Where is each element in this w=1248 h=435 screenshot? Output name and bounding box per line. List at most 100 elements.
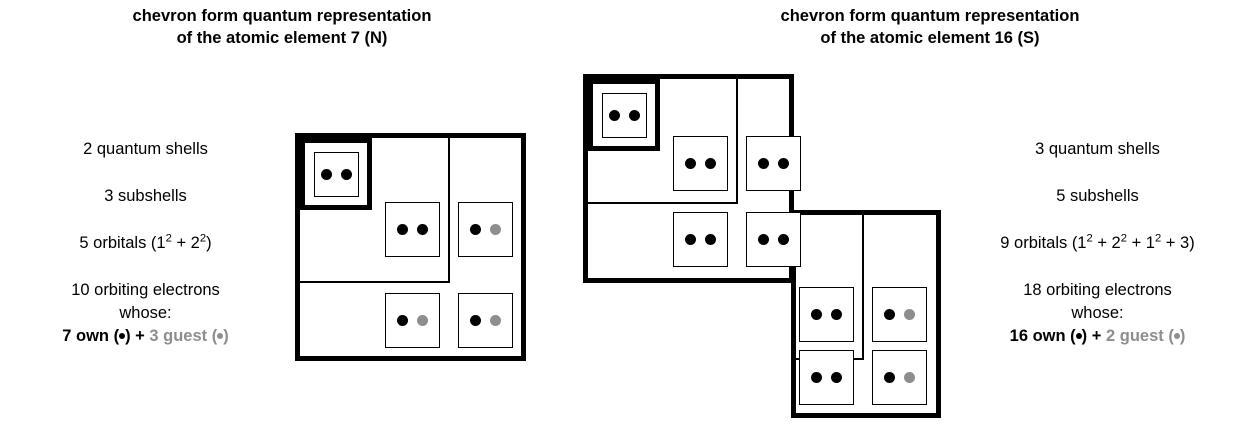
spacer	[955, 208, 1240, 232]
sulfur-outer-divider-vertical	[862, 215, 864, 360]
sulfur-orbitals-suffix: + 3)	[1161, 234, 1195, 252]
electron-own	[884, 372, 895, 383]
electron-guest	[904, 309, 915, 320]
nitrogen-guest-close: )	[223, 327, 229, 345]
orbital-1s	[314, 152, 359, 197]
electron-own	[884, 309, 895, 320]
title-sulfur-line2: of the atomic element 16 (S)	[820, 29, 1040, 47]
electron-own	[778, 234, 789, 245]
electron-guest	[904, 372, 915, 383]
orbital-3p-z	[872, 350, 927, 405]
sulfur-shell-box-1s	[588, 79, 660, 151]
orbital-2s	[385, 202, 440, 257]
title-sulfur: chevron form quantum representation of t…	[700, 5, 1160, 49]
electron-guest	[417, 315, 428, 326]
electron-own	[417, 224, 428, 235]
electron-own	[397, 224, 408, 235]
sulfur-orbitals-mid: + 2	[1092, 234, 1121, 252]
sulfur-own-guest-text: 16 own ( ) + 2 guest ()	[955, 325, 1240, 348]
electron-own	[470, 224, 481, 235]
sulfur-shells-text: 3 quantum shells	[1035, 140, 1160, 158]
orbital-3s	[799, 287, 854, 342]
sulfur-electrons-text: 18 orbiting electrons	[1023, 281, 1172, 299]
electron-own	[758, 234, 769, 245]
nitrogen-subshells-text: 3 subshells	[104, 187, 187, 205]
electron-own	[705, 158, 716, 169]
nitrogen-orbitals-sup2: 2	[199, 232, 207, 245]
spacer	[955, 255, 1240, 279]
nitrogen-chevron-block	[295, 133, 526, 361]
electron-own	[685, 234, 696, 245]
title-nitrogen-line1: chevron form quantum representation	[132, 7, 432, 25]
sulfur-guest-label: 2 guest (	[1105, 327, 1174, 345]
sulfur-subshells-text: 5 subshells	[1056, 187, 1139, 205]
spacer	[8, 208, 283, 232]
own-electron-icon	[1075, 333, 1082, 339]
electron-guest	[490, 315, 501, 326]
sulfur-chevron-block-outer	[791, 210, 941, 418]
electron-guest	[490, 224, 501, 235]
sulfur-inner-divider-horizontal	[588, 202, 736, 204]
orbital-1s	[602, 93, 647, 138]
nitrogen-guest-label: 3 guest (	[149, 327, 218, 345]
title-sulfur-line1: chevron form quantum representation	[780, 7, 1080, 25]
nitrogen-own-close: ) +	[125, 327, 150, 345]
sulfur-guest-close: )	[1179, 327, 1186, 345]
spacer	[8, 161, 283, 185]
sulfur-inner-divider-vertical	[736, 79, 738, 204]
nitrogen-orbitals-text: 5 orbitals (12 + 22)	[8, 232, 283, 255]
orbital-2p-x	[746, 136, 801, 191]
sulfur-orbitals-text: 9 orbitals (12 + 22 + 12 + 3)	[955, 232, 1240, 255]
title-nitrogen-line2: of the atomic element 7 (N)	[176, 29, 388, 47]
nitrogen-orbitals-mid: + 2	[171, 234, 200, 252]
electron-own	[831, 309, 842, 320]
nitrogen-orbitals-suffix: )	[206, 234, 212, 252]
orbital-3p-y	[799, 350, 854, 405]
electron-own	[758, 158, 769, 169]
sulfur-orbitals-sup1: 2	[1086, 232, 1093, 245]
sulfur-chevron-block-inner	[583, 74, 801, 283]
nitrogen-own-label: 7 own (	[62, 327, 120, 345]
nitrogen-whose-text: whose:	[119, 304, 172, 322]
electron-own	[705, 234, 716, 245]
nitrogen-divider-vertical	[448, 138, 450, 283]
orbital-2s	[673, 136, 728, 191]
sulfur-orbitals-mid2: + 1	[1126, 234, 1155, 252]
nitrogen-orbitals-sup1: 2	[165, 232, 172, 245]
nitrogen-orbitals-prefix: 5 orbitals (1	[79, 234, 166, 252]
sulfur-orbitals-sup3: 2	[1154, 232, 1162, 245]
orbital-2p-y	[385, 293, 440, 348]
sulfur-own-label: 16 own (	[1009, 327, 1076, 345]
own-electron-icon	[119, 333, 126, 339]
orbital-2p-z	[458, 293, 513, 348]
nitrogen-electrons-text: 10 orbiting electrons	[71, 281, 220, 299]
nitrogen-own-guest-text: 7 own ( ) + 3 guest ()	[8, 325, 283, 348]
nitrogen-shells-text: 2 quantum shells	[83, 140, 208, 158]
sulfur-orbitals-prefix: 9 orbitals (1	[1000, 234, 1087, 252]
electron-own	[470, 315, 481, 326]
info-panel-nitrogen: 2 quantum shells 3 subshells 5 orbitals …	[8, 138, 283, 348]
electron-own	[685, 158, 696, 169]
electron-own	[321, 169, 332, 180]
electron-own	[831, 372, 842, 383]
electron-own	[811, 372, 822, 383]
guest-electron-icon	[217, 333, 224, 339]
info-panel-sulfur: 3 quantum shells 5 subshells 9 orbitals …	[955, 138, 1240, 348]
electron-own	[629, 110, 640, 121]
nitrogen-shell-box-1s	[300, 138, 372, 210]
guest-electron-icon	[1173, 333, 1180, 339]
orbital-2p-x	[458, 202, 513, 257]
sulfur-orbitals-sup2: 2	[1120, 232, 1127, 245]
orbital-2p-y	[673, 212, 728, 267]
orbital-2p-z	[746, 212, 801, 267]
title-nitrogen: chevron form quantum representation of t…	[52, 5, 512, 49]
electron-own	[778, 158, 789, 169]
electron-own	[609, 110, 620, 121]
sulfur-whose-text: whose:	[1071, 304, 1124, 322]
electron-own	[341, 169, 352, 180]
spacer	[8, 255, 283, 279]
nitrogen-divider-horizontal	[300, 281, 448, 283]
spacer	[955, 161, 1240, 185]
electron-own	[397, 315, 408, 326]
sulfur-own-close: ) +	[1081, 327, 1106, 345]
